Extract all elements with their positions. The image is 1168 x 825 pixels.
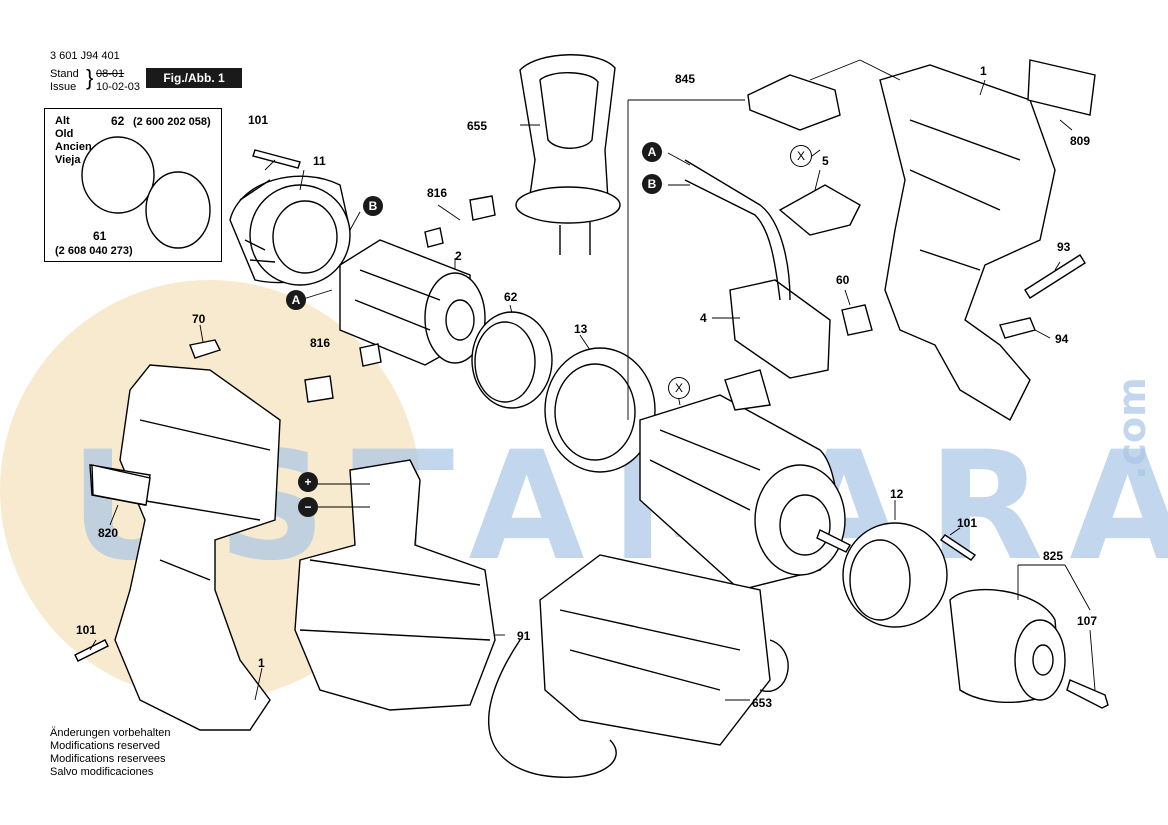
alt-part-61-number: (2 608 040 273) (55, 245, 133, 257)
part-label-816-bottom: 816 (310, 336, 331, 350)
alt-part-61-label: 61 (93, 229, 107, 243)
part-label-816-top: 816 (427, 186, 448, 200)
part-62-ring (471, 311, 553, 409)
part-101-screw-bottom (74, 639, 109, 662)
part-label-825: 825 (1043, 549, 1064, 563)
footer-line-fr: Modifications reservees (50, 753, 166, 765)
part-label-820: 820 (98, 526, 119, 540)
part-label-13: 13 (574, 322, 588, 336)
part-label-70: 70 (192, 312, 206, 326)
marker-b-left: B (363, 196, 383, 216)
part-11-housing (229, 175, 351, 286)
alt-part-62-number: (2 600 202 058) (133, 116, 211, 128)
part-label-2: 2 (455, 249, 462, 263)
figure-label: Fig./Abb. 1 (146, 68, 242, 88)
part-label-5: 5 (822, 154, 829, 168)
part-label-101-right: 101 (957, 516, 978, 530)
alt-part-62-label: 62 (111, 114, 125, 128)
part-816-brush-bottom (304, 343, 382, 403)
part-820-label (91, 464, 151, 506)
part-label-91: 91 (517, 629, 531, 643)
part-91-battery (294, 459, 496, 711)
marker-x-top: X (790, 145, 812, 167)
gearbox (639, 394, 851, 591)
marker-minus: − (298, 497, 318, 517)
part-809-label (1027, 59, 1096, 116)
part-2-motor (339, 239, 486, 366)
marker-b-right: B (642, 174, 662, 194)
part-13-ring (544, 347, 656, 473)
alt-lang-vieja: Vieja (55, 154, 81, 166)
part-label-101-bottom: 101 (76, 623, 97, 637)
part-label-1-bottom: 1 (258, 656, 265, 670)
marker-a-left: A (286, 290, 306, 310)
alt-parts-box: Alt Old Ancien Vieja 62 (2 600 202 058) … (44, 108, 222, 262)
alt-lang-alt: Alt (55, 115, 70, 127)
part-label-60: 60 (836, 273, 850, 287)
brace-glyph: } (86, 65, 94, 90)
part-4-switch (684, 159, 831, 411)
alt-ring-61 (145, 171, 211, 249)
stand-date: 08-01 (96, 68, 125, 80)
part-label-4: 4 (700, 311, 707, 325)
part-label-845: 845 (675, 72, 696, 86)
part-825-chuck (949, 588, 1066, 704)
part-label-12: 12 (890, 487, 904, 501)
footer-line-de: Änderungen vorbehalten (50, 727, 171, 739)
part-101-screw-right (939, 534, 977, 561)
issue-label: Issue (50, 81, 77, 93)
part-5 (778, 184, 861, 236)
doc-number: 3 601 J94 401 (50, 50, 120, 62)
part-label-93: 93 (1057, 240, 1071, 254)
part-label-107: 107 (1077, 614, 1098, 628)
part-60 (841, 304, 873, 336)
stand-label: Stand (50, 68, 79, 80)
part-12-cover (842, 522, 948, 628)
part-label-11: 11 (313, 154, 326, 168)
part-label-1-top: 1 (980, 64, 987, 78)
part-label-101-top: 101 (248, 113, 269, 127)
part-93-bit (1024, 254, 1086, 299)
part-label-653: 653 (752, 696, 773, 710)
part-107-screw (1066, 679, 1109, 709)
part-816-brush-top (424, 195, 496, 248)
issue-date: 10-02-03 (96, 81, 141, 93)
marker-a-right: A (642, 142, 662, 162)
alt-lang-old: Old (55, 128, 74, 140)
footer-line-en: Modifications reserved (50, 740, 161, 752)
part-1-housing-left (89, 364, 281, 731)
part-label-809: 809 (1070, 134, 1091, 148)
footer-line-es: Salvo modificaciones (50, 766, 154, 778)
alt-lang-ancien: Ancien (55, 141, 92, 153)
part-101-screw-top (252, 149, 301, 169)
part-653-charger (487, 554, 789, 778)
part-655-sleeve (515, 54, 621, 255)
part-label-94: 94 (1055, 332, 1069, 346)
part-label-62: 62 (504, 290, 518, 304)
part-1-housing-right (879, 64, 1056, 421)
marker-plus: + (298, 472, 318, 492)
alt-ring-62 (81, 136, 155, 214)
part-label-655: 655 (467, 119, 488, 133)
part-94-clip (999, 317, 1036, 339)
marker-x-center: X (668, 377, 690, 399)
part-845-cover (747, 74, 841, 131)
part-70-clip (189, 339, 221, 359)
